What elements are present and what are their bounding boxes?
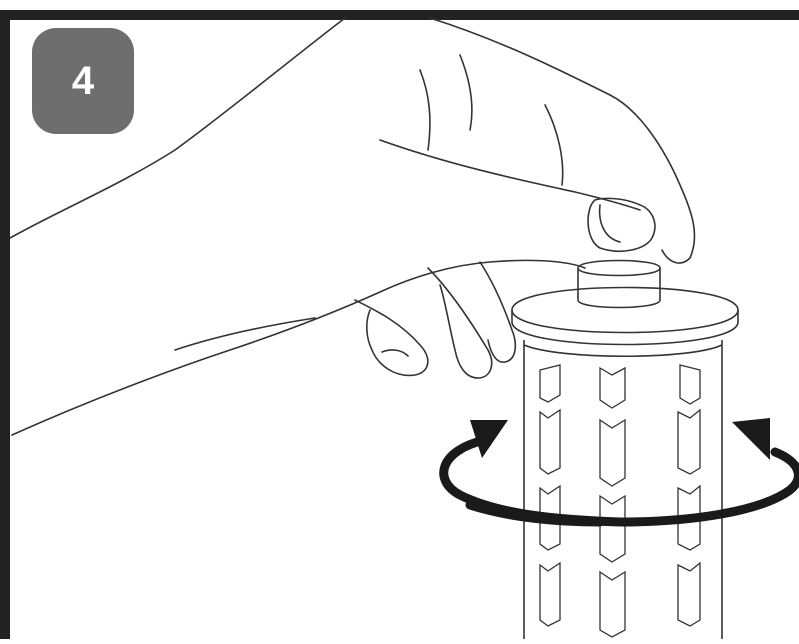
rotate-arrow-icon	[444, 418, 799, 522]
arrow-head-right	[732, 418, 770, 460]
filter-slots	[540, 365, 700, 637]
step-badge: 4	[32, 28, 134, 134]
filter-cartridge	[512, 261, 738, 640]
filter-cap	[512, 288, 738, 345]
step-number: 4	[72, 61, 94, 101]
filter-knob	[578, 261, 660, 308]
